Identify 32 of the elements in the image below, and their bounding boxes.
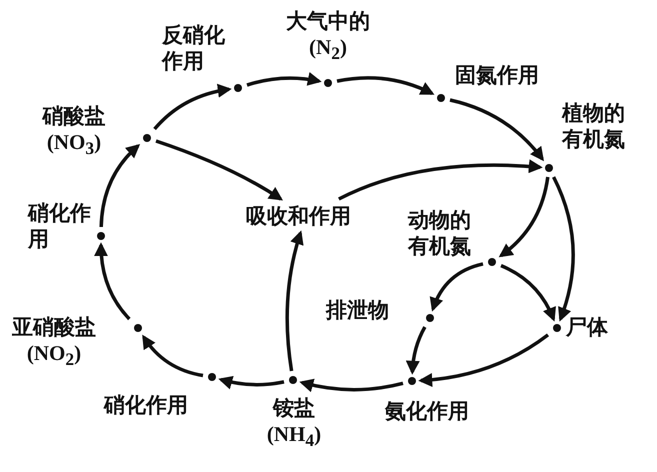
node-label: 动物的有机氮	[406, 207, 471, 260]
arrow	[406, 326, 426, 375]
arrow	[246, 72, 322, 87]
node-label: 硝化作用	[28, 200, 92, 252]
node-label: 固氮作用	[455, 62, 540, 88]
node-label: 尸体	[566, 314, 609, 340]
node-label: 吸收和作用	[246, 203, 352, 230]
node-label: 硝酸盐(NO$_{3}$)	[40, 103, 106, 160]
arrow	[430, 262, 484, 312]
arrow	[450, 98, 544, 162]
node-label: 植物的有机氮	[562, 100, 626, 152]
node-label: 反硝化作用	[162, 22, 226, 74]
arrow	[142, 334, 204, 378]
arrow	[498, 176, 550, 258]
node-label: 排泄物	[326, 297, 390, 324]
arrow	[552, 176, 575, 322]
arrow	[218, 376, 284, 390]
arrow	[299, 378, 404, 392]
node-label: 亚硝酸盐(NO$_{2}$)	[11, 314, 97, 372]
arrow	[153, 84, 232, 130]
arrow	[99, 144, 140, 228]
node-label: 氨化作用	[385, 398, 470, 424]
arrow	[336, 76, 435, 96]
arrow	[94, 242, 131, 320]
node-label: 硝化作用	[104, 392, 189, 418]
node-label: 铵盐(NH$_{4}$)	[266, 395, 322, 452]
node-label: 大气中的(N$_{2}$)	[285, 8, 371, 66]
arrow	[285, 230, 304, 372]
arrow	[338, 159, 543, 201]
arrow	[500, 264, 556, 322]
arrow	[155, 139, 283, 201]
arrow	[418, 333, 550, 387]
